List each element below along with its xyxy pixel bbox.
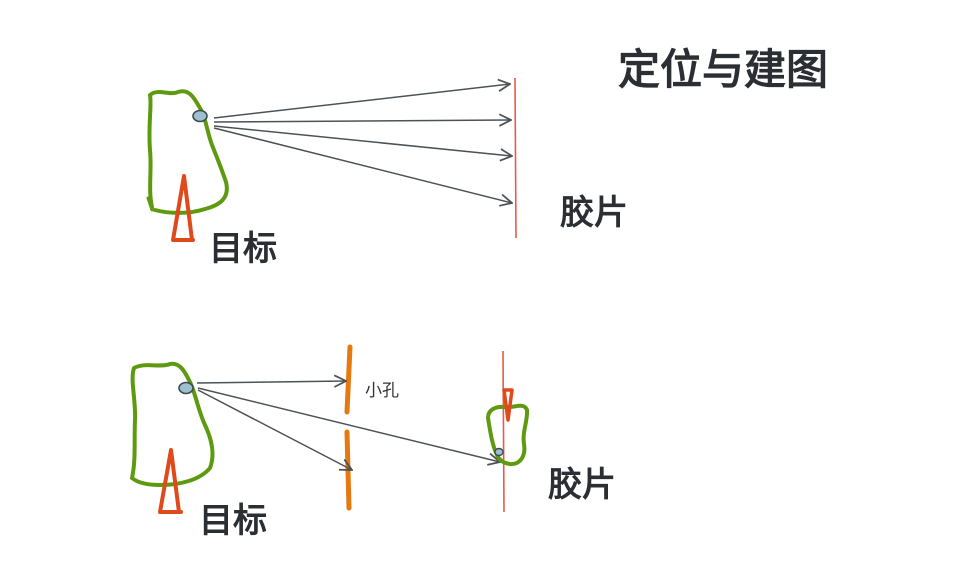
- projected-cone: [502, 388, 514, 422]
- target-label: 目标: [209, 229, 277, 269]
- target-cone: [171, 174, 195, 242]
- ray: [213, 125, 512, 156]
- eye-point: [192, 109, 208, 123]
- diagram-title: 定位与建图: [618, 45, 828, 94]
- ray: [213, 120, 511, 122]
- top-panel: 目标 胶片: [146, 77, 628, 269]
- target-label: 目标: [199, 501, 267, 541]
- bottom-panel: 小孔 目标 胶片: [130, 344, 616, 541]
- projected-eye: [494, 447, 504, 457]
- object-outline-tick: [146, 196, 154, 212]
- target-cone: [158, 448, 183, 514]
- barrier-lower: [344, 429, 352, 511]
- object-outline: [147, 89, 229, 215]
- barrier-upper: [344, 344, 353, 415]
- pinhole-label: 小孔: [365, 381, 399, 400]
- film-line: [514, 77, 517, 239]
- projected-object: [486, 403, 530, 467]
- ray: [196, 381, 346, 383]
- film-label: 胶片: [548, 465, 616, 505]
- film-line: [502, 350, 505, 513]
- film-label: 胶片: [560, 193, 628, 233]
- ray: [213, 127, 512, 203]
- ray: [213, 84, 510, 119]
- ray: [197, 387, 500, 462]
- eye-point: [178, 381, 194, 395]
- ray: [197, 389, 352, 470]
